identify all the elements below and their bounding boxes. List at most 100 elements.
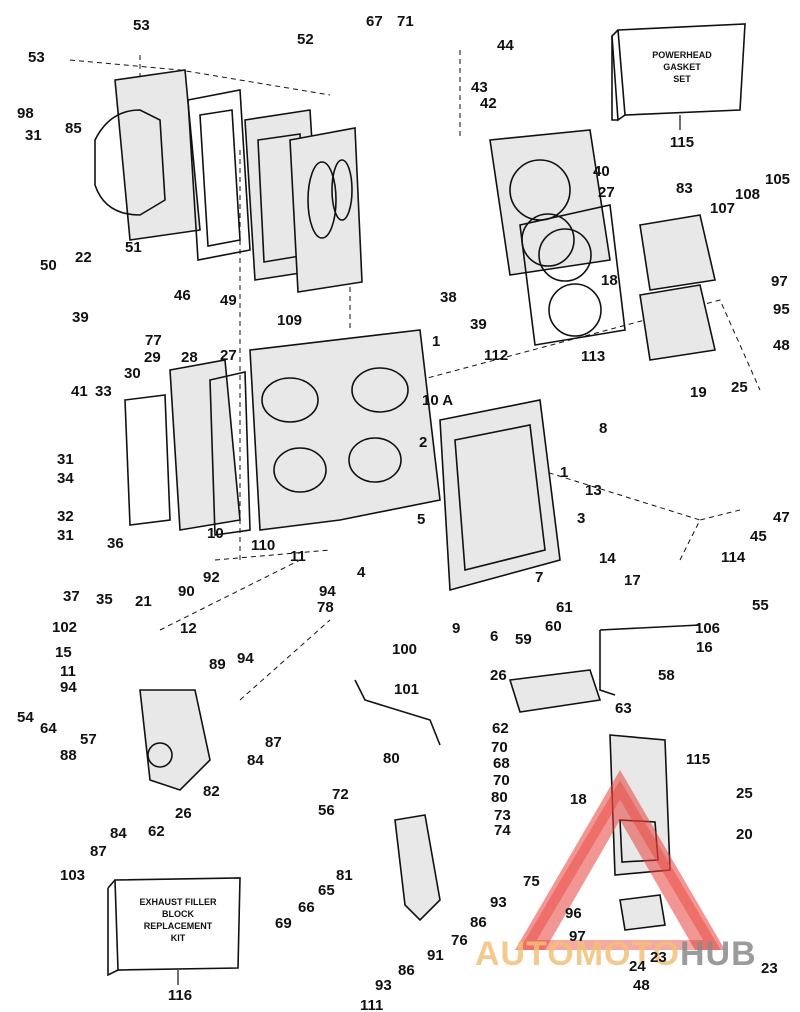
callout-100: 100 (392, 641, 417, 658)
crankcase-block-1 (249, 329, 441, 531)
callout-86: 86 (398, 962, 415, 979)
callout-33: 33 (95, 383, 112, 400)
callout-95: 95 (773, 301, 790, 318)
shift-lever-58 (599, 624, 701, 696)
callout-47: 47 (773, 509, 790, 526)
callout-9: 9 (452, 620, 460, 637)
callout-54: 54 (17, 709, 34, 726)
callout-70: 70 (491, 739, 508, 756)
callout-5: 5 (417, 511, 425, 528)
callout-92: 92 (203, 569, 220, 586)
callout-76: 76 (451, 932, 468, 949)
throttle-cam-15-82 (139, 689, 211, 791)
exhaust-box-line2: BLOCK (162, 909, 194, 919)
callout-12: 12 (180, 620, 197, 637)
callout-80: 80 (383, 750, 400, 767)
callout-7: 7 (535, 569, 543, 586)
callout-71: 71 (397, 13, 414, 30)
exhaust-box-number: 116 (168, 987, 192, 1004)
callout-93: 93 (375, 977, 392, 994)
callout-88: 88 (60, 747, 77, 764)
callout-14: 14 (599, 550, 616, 567)
head-gasket-27 (519, 204, 626, 346)
callout-82: 82 (203, 783, 220, 800)
watermark-text-2: HUB (680, 935, 757, 973)
callout-64: 64 (40, 720, 57, 737)
callout-74: 74 (494, 822, 511, 839)
callout-59: 59 (515, 631, 532, 648)
callout-109: 109 (277, 312, 302, 329)
callout-105: 105 (765, 171, 790, 188)
callout-93: 93 (490, 894, 507, 911)
callout-83: 83 (676, 180, 693, 197)
callout-81: 81 (336, 867, 353, 884)
callout-36: 36 (107, 535, 124, 552)
callout-41: 41 (71, 383, 88, 400)
callout-87: 87 (90, 843, 107, 860)
callout-60: 60 (545, 618, 562, 635)
callout-94: 94 (60, 679, 77, 696)
callout-42: 42 (480, 95, 497, 112)
callout-94: 94 (237, 650, 254, 667)
callout-45: 45 (750, 528, 767, 545)
callout-51: 51 (125, 239, 142, 256)
callout-72: 72 (332, 786, 349, 803)
crankcase-half-1 (439, 399, 561, 592)
callout-106: 106 (695, 620, 720, 637)
callout-85: 85 (65, 120, 82, 137)
callout-113: 113 (581, 348, 605, 365)
callout-21: 21 (135, 593, 152, 610)
callout-96: 96 (565, 905, 582, 922)
callout-11: 11 (290, 548, 306, 565)
callout-53: 53 (133, 17, 150, 34)
callout-69: 69 (275, 915, 292, 932)
gasket-46 (187, 89, 251, 261)
callout-110: 110 (251, 537, 275, 554)
callout-32: 32 (57, 508, 74, 525)
callout-66: 66 (298, 899, 315, 916)
callout-25: 25 (736, 785, 753, 802)
callout-4: 4 (357, 564, 366, 581)
exhaust-box-line3: REPLACEMENT (144, 921, 213, 931)
callout-27: 27 (220, 347, 237, 364)
callout-31: 31 (57, 451, 74, 468)
callout-114: 114 (721, 549, 746, 566)
bracket-96 (619, 894, 666, 931)
exhaust-box-line1: EXHAUST FILLER (139, 897, 217, 907)
callout-112: 112 (484, 347, 508, 364)
callout-115: 115 (686, 751, 710, 768)
callout-49: 49 (220, 292, 237, 309)
callout-75: 75 (523, 873, 540, 890)
callout-107: 107 (710, 200, 735, 217)
callout-84: 84 (110, 825, 127, 842)
callout-102: 102 (52, 619, 77, 636)
cylinder-head-40 (489, 129, 611, 276)
exhaust-box-line4: KIT (171, 933, 186, 943)
powerhead-box-line3: SET (673, 74, 691, 84)
intake-manifold-28 (124, 359, 251, 536)
callout-15: 15 (55, 644, 72, 661)
callout-65: 65 (318, 882, 335, 899)
callout-3: 3 (577, 510, 585, 527)
callout-35: 35 (96, 591, 113, 608)
callout-73: 73 (494, 807, 511, 824)
callout-103: 103 (60, 867, 85, 884)
powerhead-box-line2: GASKET (663, 62, 701, 72)
callout-68: 68 (493, 755, 510, 772)
powerhead-box-number: 115 (670, 134, 694, 151)
callout-50: 50 (40, 257, 57, 274)
powerhead-box-line1: POWERHEAD (652, 50, 712, 60)
callout-38: 38 (440, 289, 457, 306)
callout-30: 30 (124, 365, 141, 382)
callout-23: 23 (761, 960, 778, 977)
callout-98: 98 (17, 105, 34, 122)
callout-23: 23 (650, 949, 667, 966)
callout-6: 6 (490, 628, 498, 645)
callout-48: 48 (773, 337, 790, 354)
callout-53: 53 (28, 49, 45, 66)
callout-62: 62 (492, 720, 509, 737)
callout-58: 58 (658, 667, 675, 684)
callout-10: 10 (207, 525, 224, 542)
